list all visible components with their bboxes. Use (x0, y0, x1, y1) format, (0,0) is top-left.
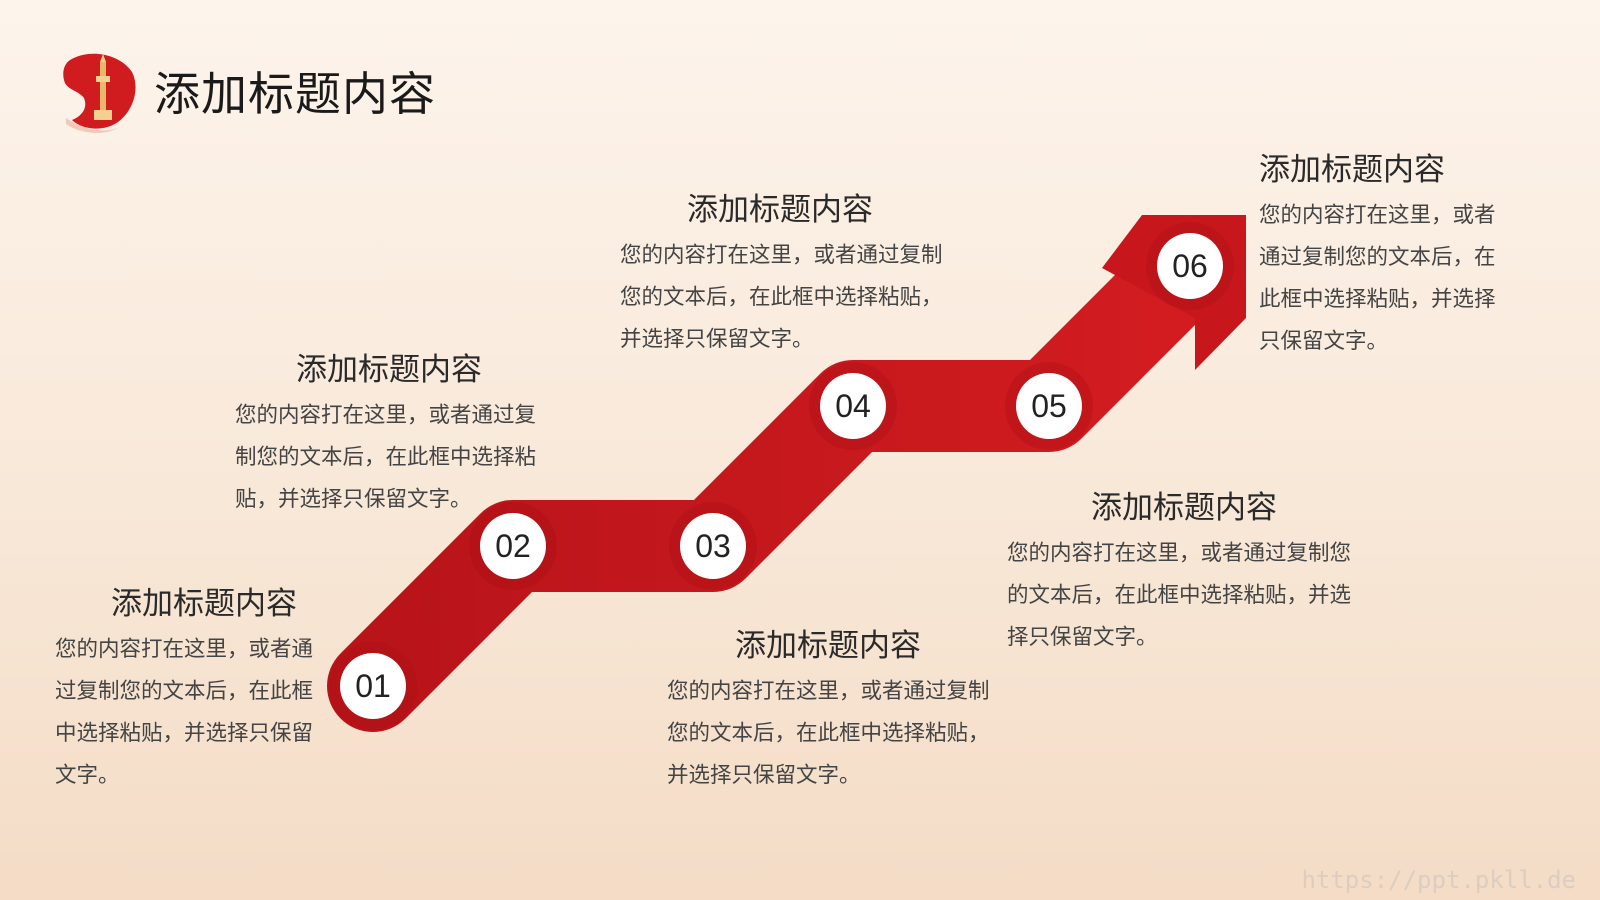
step-block-4: 添加标题内容 您的内容打在这里，或者通过复制您的文本后，在此框中选择粘贴，并选择… (620, 184, 950, 361)
step-heading-6: 添加标题内容 (1259, 152, 1445, 188)
step-block-6: 添加标题内容 您的内容打在这里，或者通过复制您的文本后，在此框中选择粘贴，并选择… (1259, 144, 1514, 363)
step-number-4: 04 (835, 388, 871, 424)
step-markers: 01 02 03 04 05 06 (329, 222, 1234, 730)
step-heading-4: 添加标题内容 (687, 192, 873, 228)
red-flag-monument-icon (63, 53, 136, 133)
step-heading-1: 添加标题内容 (111, 586, 297, 622)
step-block-3: 添加标题内容 您的内容打在这里，或者通过复制您的文本后，在此框中选择粘贴，并选择… (667, 620, 997, 797)
step-block-5: 添加标题内容 您的内容打在这里，或者通过复制您的文本后，在此框中选择粘贴，并选择… (1007, 482, 1362, 659)
step-text-1: 您的内容打在这里，或者通过复制您的文本后，在此框中选择粘贴，并选择只保留文字。 (55, 637, 314, 788)
watermark-url: https://ppt.pkll.de (1301, 866, 1576, 894)
step-text-3: 您的内容打在这里，或者通过复制您的文本后，在此框中选择粘贴，并选择只保留文字。 (667, 679, 990, 788)
step-heading-2: 添加标题内容 (296, 352, 482, 388)
step-number-1: 01 (355, 668, 391, 704)
step-block-2: 添加标题内容 您的内容打在这里，或者通过复制您的文本后，在此框中选择粘贴，并选择… (235, 344, 545, 521)
step-marker-2: 02 (469, 502, 557, 590)
step-text-5: 您的内容打在这里，或者通过复制您的文本后，在此框中选择粘贴，并选择只保留文字。 (1007, 541, 1352, 650)
step-marker-6: 06 (1146, 222, 1234, 310)
step-text-6: 您的内容打在这里，或者通过复制您的文本后，在此框中选择粘贴，并选择只保留文字。 (1259, 203, 1496, 354)
step-block-1: 添加标题内容 您的内容打在这里，或者通过复制您的文本后，在此框中选择粘贴，并选择… (55, 578, 315, 797)
step-marker-4: 04 (809, 362, 897, 450)
step-marker-5: 05 (1005, 362, 1093, 450)
step-heading-3: 添加标题内容 (735, 628, 921, 664)
step-number-3: 03 (695, 528, 731, 564)
step-heading-5: 添加标题内容 (1091, 490, 1277, 526)
step-number-6: 06 (1172, 248, 1208, 284)
step-text-2: 您的内容打在这里，或者通过复制您的文本后，在此框中选择粘贴，并选择只保留文字。 (235, 403, 537, 512)
step-text-4: 您的内容打在这里，或者通过复制您的文本后，在此框中选择粘贴，并选择只保留文字。 (620, 243, 943, 352)
step-number-2: 02 (495, 528, 531, 564)
step-marker-1: 01 (329, 642, 417, 730)
step-marker-3: 03 (669, 502, 757, 590)
page-title: 添加标题内容 (154, 67, 436, 121)
step-number-5: 05 (1031, 388, 1067, 424)
